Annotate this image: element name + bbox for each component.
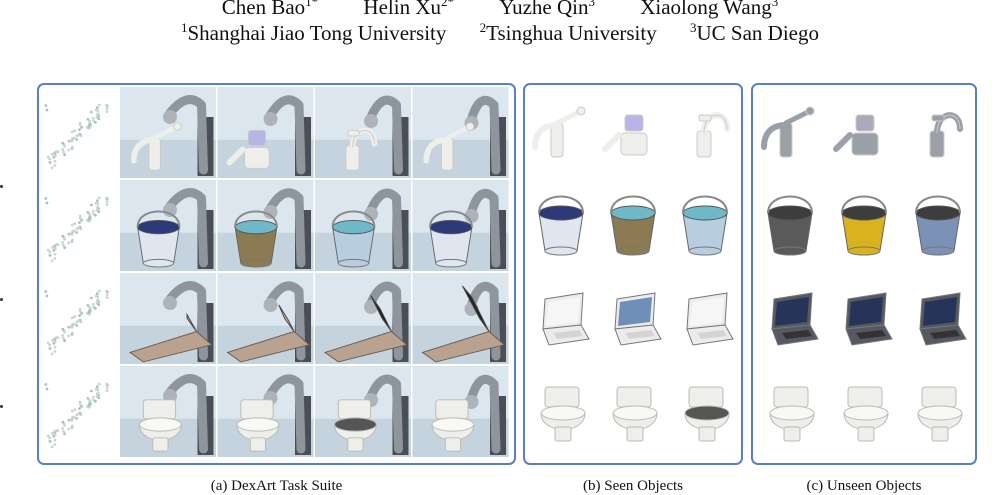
seen-object-toilet [684,386,730,442]
seen-objects-figure [532,106,734,442]
unseen-objects-panel [751,83,977,465]
caption-task-suite: (a) DexArt Task Suite [210,478,343,494]
affiliation: 2Tsinghua University [479,20,657,45]
unseen-object-bucket [841,195,887,256]
page-margin-mark [0,185,3,188]
task-frame-toilet [412,366,509,457]
seen-object-bucket [610,195,656,256]
task-frame-toilet [120,366,216,457]
point-cloud-bucket [44,196,109,263]
affiliation: 1Shanghai Jiao Tong University [181,20,447,45]
task-frame-laptop [217,273,314,364]
seen-object-laptop [686,292,734,346]
unseen-object-laptop [771,292,819,346]
task-frame-faucet [412,87,509,178]
page-margin-mark [0,298,3,301]
seen-object-toilet [612,386,658,442]
unseen-object-bucket [767,195,813,256]
task-frame-faucet [217,87,314,178]
seen-object-laptop [542,292,590,346]
task-object-toilet [139,399,182,452]
seen-objects-panel [523,83,743,465]
task-frame-laptop [120,273,216,364]
unseen-object-toilet [843,386,889,442]
task-frame-faucet [315,87,411,178]
task-frame-bucket [217,180,314,271]
affiliation-list: 1Shanghai Jiao Tong University 2Tsinghua… [0,20,1000,46]
task-frame-laptop [315,273,411,364]
point-cloud-laptop [44,289,109,356]
task-object-faucet [130,122,182,171]
seen-object-bucket [682,195,728,256]
author-list: Chen Bao1* Helin Xu2* Yuzhe Qin3 Xiaolon… [0,0,1000,20]
task-suite-panel [37,83,516,465]
point-cloud-toilet [44,382,109,449]
unseen-object-toilet [769,386,815,442]
seen-object-faucet [532,106,586,158]
seen-object-laptop [614,292,662,346]
task-object-bucket [234,210,278,268]
unseen-object-faucet [929,112,963,158]
task-object-bucket [136,210,181,268]
caption-unseen-objects: (c) Unseen Objects [806,478,922,494]
task-object-toilet [236,399,280,452]
task-suite-figure [44,87,509,457]
page-margin-mark [0,405,3,408]
task-object-laptop [323,295,408,363]
author: Helin Xu2* [363,0,454,19]
unseen-object-laptop [919,292,967,346]
task-object-toilet [334,399,377,452]
task-object-laptop [128,312,213,363]
seen-object-faucet [696,112,730,158]
task-frame-toilet [217,366,314,457]
task-frame-bucket [412,180,509,271]
task-frame-faucet [120,87,216,178]
affiliation: 3UC San Diego [689,20,819,45]
task-object-faucet [423,122,475,171]
task-object-faucet [345,127,378,171]
unseen-object-bucket [915,195,961,256]
point-cloud-faucet [44,103,109,170]
author: Xiaolong Wang3 [640,0,779,19]
task-frame-toilet [315,366,411,457]
seen-object-toilet [540,386,586,442]
author: Chen Bao1* [221,0,319,19]
task-object-laptop [421,285,506,363]
task-object-laptop [226,304,311,363]
task-object-toilet [431,399,475,452]
caption-seen-objects: (b) Seen Objects [583,478,683,494]
task-frame-laptop [412,273,509,364]
task-frame-bucket [120,180,216,271]
task-frame-bucket [315,180,411,271]
seen-object-bucket [538,195,584,256]
task-object-bucket [429,210,473,268]
task-object-bucket [331,210,376,268]
unseen-object-faucet [833,114,879,156]
seen-object-faucet [602,114,648,156]
unseen-object-faucet [761,106,815,158]
unseen-objects-figure [761,106,967,442]
unseen-object-toilet [917,386,963,442]
unseen-object-laptop [845,292,893,346]
author: Yuzhe Qin3 [499,0,595,19]
task-object-faucet [226,129,270,169]
